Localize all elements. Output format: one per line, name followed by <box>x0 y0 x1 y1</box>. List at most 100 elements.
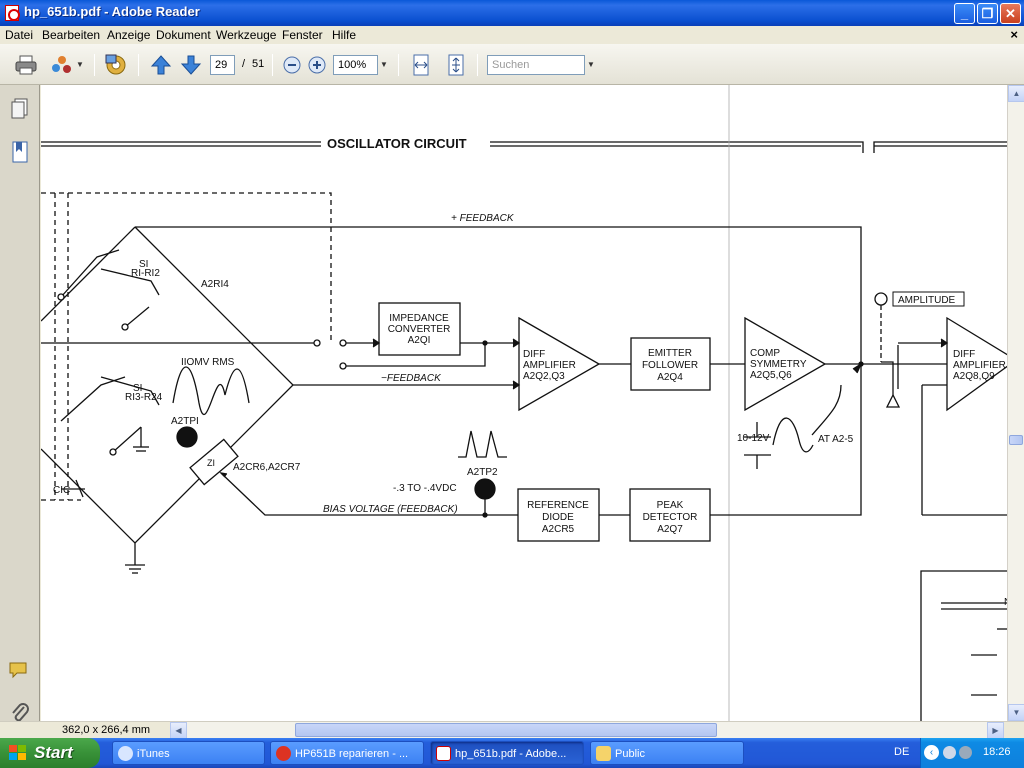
start-button[interactable]: Start <box>0 738 100 768</box>
fit-page-icon[interactable] <box>444 53 468 77</box>
print-icon[interactable] <box>14 53 38 77</box>
minimize-button[interactable]: _ <box>954 3 975 24</box>
clock[interactable]: 18:26 <box>983 746 1011 758</box>
a2r14-label: A2RI4 <box>201 279 229 290</box>
c1c-label: CIC <box>53 485 70 496</box>
tray-app-icon[interactable] <box>943 746 956 759</box>
windows-flag-icon <box>9 745 26 760</box>
status-bar: 362,0 x 266,4 mm ◀ ▶ <box>0 721 1024 739</box>
previous-page-icon[interactable] <box>149 53 173 77</box>
peak-detector-line1: PEAK <box>657 500 684 511</box>
page-number-input[interactable]: 29 <box>210 55 235 75</box>
window-titlebar[interactable]: hp_651b.pdf - Adobe Reader _ ❐ ✕ <box>0 0 1024 26</box>
share-dropdown-icon[interactable]: ▼ <box>76 60 84 69</box>
diff-amp1-line3: A2Q2,Q3 <box>523 371 565 382</box>
peak-detector-line3: A2Q7 <box>657 524 683 535</box>
navigation-panel <box>0 85 40 722</box>
oscillator-schematic: OSCILLATOR CIRCUIT + FEEDBACK −FEEDBACK … <box>41 85 1007 721</box>
menu-bearbeiten[interactable]: Bearbeiten <box>42 28 101 42</box>
zoom-out-icon[interactable] <box>280 53 304 77</box>
toolbar-separator <box>138 54 139 76</box>
diff-amp1-line2: AMPLIFIER <box>523 360 576 371</box>
section-title: OSCILLATOR CIRCUIT <box>327 136 467 151</box>
scroll-left-icon[interactable]: ◀ <box>170 722 187 739</box>
s1-label-a: SI <box>139 259 148 270</box>
volume-icon[interactable] <box>959 746 972 759</box>
menu-fenster[interactable]: Fenster <box>282 28 323 42</box>
toolbar: ▼ 29 / 51 100% ▼ Suchen ▼ <box>0 44 1024 85</box>
plus-feedback-label: + FEEDBACK <box>451 213 515 224</box>
fit-width-icon[interactable] <box>409 53 433 77</box>
close-button[interactable]: ✕ <box>1000 3 1021 24</box>
document-close-icon[interactable]: × <box>1010 27 1018 42</box>
taskbar: Start iTunes HP651B reparieren - ... hp_… <box>0 738 1024 768</box>
menu-bar: Datei Bearbeiten Anzeige Dokument Werkze… <box>0 26 1024 44</box>
diff-amp2-line3: A2Q8,Q9 <box>953 371 995 382</box>
menu-hilfe[interactable]: Hilfe <box>332 28 357 42</box>
pages-icon[interactable] <box>8 97 32 121</box>
toolbar-separator <box>477 54 478 76</box>
toolbar-separator <box>272 54 273 76</box>
language-indicator[interactable]: DE <box>894 746 910 758</box>
tray-expand-icon[interactable]: ‹ <box>924 745 939 760</box>
search-input[interactable]: Suchen <box>487 55 585 75</box>
diff-amp2-line1: DIFF <box>953 349 975 360</box>
task-public[interactable]: Public <box>590 741 744 765</box>
vertical-scrollbar[interactable]: ▲ ▼ <box>1007 85 1024 721</box>
menu-werkzeuge[interactable]: Werkzeuge <box>216 28 277 42</box>
search-dropdown-icon[interactable]: ▼ <box>587 60 595 69</box>
reference-diode-line1: REFERENCE <box>527 500 589 511</box>
impedance-converter-line3: A2QI <box>408 335 431 346</box>
menu-dokument[interactable]: Dokument <box>156 28 211 42</box>
scroll-down-icon[interactable]: ▼ <box>1008 704 1024 721</box>
diff-amp2-line2: AMPLIFIER <box>953 360 1006 371</box>
scroll-thumb[interactable] <box>1009 435 1023 445</box>
pdf-icon <box>436 746 451 761</box>
impedance-converter-line1: IMPEDANCE <box>389 313 449 324</box>
bias-voltage-label: BIAS VOLTAGE (FEEDBACK) <box>323 504 458 515</box>
emitter-follower-line2: FOLLOWER <box>642 360 698 371</box>
task-itunes-label: iTunes <box>137 748 170 760</box>
task-itunes[interactable]: iTunes <box>112 741 265 765</box>
scroll-up-icon[interactable]: ▲ <box>1008 85 1024 102</box>
amplitude-label: AMPLITUDE <box>898 295 956 306</box>
horizontal-scroll-thumb[interactable] <box>295 723 717 737</box>
s1-label-b: SI <box>133 383 142 394</box>
scroll-right-icon[interactable]: ▶ <box>987 722 1004 739</box>
menu-datei[interactable]: Datei <box>5 28 34 42</box>
minus-feedback-label: −FEEDBACK <box>381 373 442 384</box>
task-adobe-reader[interactable]: hp_651b.pdf - Adobe... <box>430 741 584 765</box>
zoom-dropdown-icon[interactable]: ▼ <box>380 60 388 69</box>
horizontal-scrollbar[interactable]: ◀ ▶ <box>170 722 1004 739</box>
folder-icon <box>596 746 611 761</box>
attachments-paperclip-icon[interactable] <box>8 701 32 725</box>
opera-icon <box>276 746 291 761</box>
at-a2-5-label: AT A2-5 <box>818 434 854 445</box>
comments-icon[interactable] <box>8 659 32 683</box>
comp-symmetry-line3: A2Q5,Q6 <box>750 370 792 381</box>
task-adobe-label: hp_651b.pdf - Adobe... <box>455 748 567 760</box>
start-label: Start <box>34 743 73 762</box>
menu-anzeige[interactable]: Anzeige <box>107 28 151 42</box>
zoom-in-icon[interactable] <box>305 53 329 77</box>
diff-amp1-line1: DIFF <box>523 349 545 360</box>
r1-r12-label: RI-RI2 <box>131 268 160 279</box>
next-page-icon[interactable] <box>179 53 203 77</box>
zoom-level-field[interactable]: 100% <box>333 55 378 75</box>
dc-level-label: -.3 TO -.4VDC <box>393 483 457 494</box>
share-icon[interactable] <box>50 53 74 77</box>
adobe-reader-icon <box>5 5 20 21</box>
page-total: 51 <box>252 58 265 70</box>
sine-amplitude-label: 10-12V <box>737 433 770 444</box>
itunes-icon <box>118 746 133 761</box>
bookmarks-icon[interactable] <box>8 140 32 164</box>
partial-n-label: N <box>1004 597 1007 608</box>
a2tp2-label: A2TP2 <box>467 467 498 478</box>
settings-gear-icon[interactable] <box>104 53 128 77</box>
maximize-button[interactable]: ❐ <box>977 3 998 24</box>
comp-symmetry-line1: COMP <box>750 348 780 359</box>
task-opera[interactable]: HP651B reparieren - ... <box>270 741 424 765</box>
reference-diode-line3: A2CR5 <box>542 524 575 535</box>
a2tp1-label: A2TPI <box>171 416 199 427</box>
document-viewer[interactable]: OSCILLATOR CIRCUIT + FEEDBACK −FEEDBACK … <box>41 85 1007 721</box>
